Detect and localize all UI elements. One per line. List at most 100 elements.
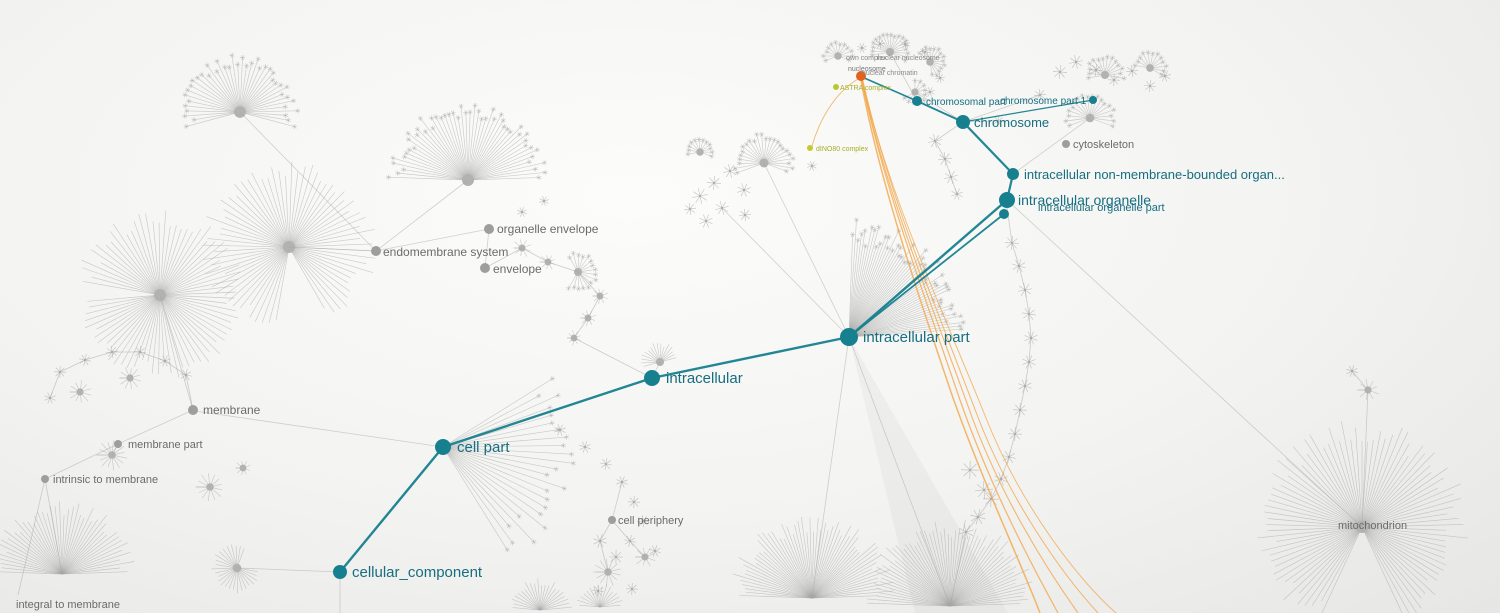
cluster-center-node[interactable] <box>126 374 134 382</box>
leaf-node-asterisk <box>692 188 708 204</box>
graph-node-intracellular[interactable] <box>644 370 660 386</box>
cluster-center-node[interactable] <box>206 483 214 491</box>
fan-spoke <box>599 586 612 608</box>
cluster-center-node[interactable] <box>834 52 842 60</box>
graph-node-cytoskeleton[interactable] <box>1062 140 1070 148</box>
leaf-tip <box>477 108 481 114</box>
fan-spoke <box>848 234 853 338</box>
cluster-center-node[interactable] <box>1146 64 1154 72</box>
cluster-center-node[interactable] <box>1101 71 1109 79</box>
cluster-center-node[interactable] <box>239 464 247 472</box>
fan-spoke <box>159 294 195 363</box>
leaf-tip <box>182 93 188 96</box>
graph-node-intracellular-part[interactable] <box>840 328 858 346</box>
term-label-intrinsic-to-membrane[interactable]: intrinsic to membrane <box>53 474 158 486</box>
term-label-intracellular-part[interactable]: intracellular part <box>863 329 971 346</box>
fan-spoke <box>904 544 951 607</box>
fan-spoke <box>811 552 860 599</box>
graph-edge <box>611 481 623 521</box>
fan-spoke <box>949 571 1015 607</box>
leaf-tip <box>1120 66 1125 71</box>
graph-node-chromosome-part-1[interactable] <box>1089 96 1097 104</box>
fan-spoke <box>425 131 469 181</box>
fan-spoke <box>442 446 548 500</box>
leaf-tip <box>739 146 746 148</box>
graph-node-organelle-envelope[interactable] <box>484 224 494 234</box>
fan-spoke <box>759 552 813 599</box>
graph-node-chromosome[interactable] <box>956 115 970 129</box>
leaf-tip <box>773 137 775 143</box>
graph-node-dino80-complex[interactable] <box>807 145 813 151</box>
fan-spoke <box>159 294 220 354</box>
term-label-chromosome-part-1[interactable]: chromosome part 1 <box>1000 96 1087 107</box>
fan-spoke <box>223 209 290 248</box>
fan-spoke <box>539 588 556 611</box>
term-label-organelle-envelope[interactable]: organelle envelope <box>497 222 599 236</box>
term-label-intracellular-non-membrane-bounded-organelle[interactable]: intracellular non-membrane-bounded organ… <box>1024 167 1285 182</box>
fan-spoke <box>811 546 856 599</box>
fan-spoke <box>848 304 953 338</box>
term-label-intracellular[interactable]: intracellular <box>666 370 743 387</box>
leaf-tip <box>903 47 909 52</box>
leaf-tip <box>537 393 541 399</box>
graph-node-envelope[interactable] <box>480 263 490 273</box>
leaf-tip <box>949 306 954 311</box>
fan-spoke <box>145 213 161 296</box>
term-label-membrane[interactable]: membrane <box>203 403 261 417</box>
graph-node-intracellular-organelle[interactable] <box>999 192 1015 208</box>
term-label-cellular-component[interactable]: cellular_component <box>352 564 483 581</box>
fan-spoke <box>1361 526 1422 599</box>
graph-node-intracellular-non-membrane-bounded-organelle[interactable] <box>1007 168 1019 180</box>
fan-spoke <box>811 529 860 599</box>
fan-spoke <box>239 57 243 113</box>
fan-spoke <box>234 183 290 248</box>
fan-spoke <box>949 530 957 607</box>
gray-fan-cluster <box>866 519 1033 607</box>
cluster-center-node[interactable] <box>926 58 934 66</box>
graph-node-highlighted-orange[interactable] <box>856 71 866 81</box>
fan-spoke <box>0 544 63 575</box>
leaf-tip <box>529 145 533 150</box>
leaf-tip <box>257 56 259 62</box>
fan-spoke <box>761 532 813 599</box>
term-label-endomembrane-system[interactable]: endomembrane system <box>383 245 508 259</box>
leaf-tip <box>764 136 768 142</box>
fan-spoke <box>4 529 63 575</box>
term-label-envelope[interactable]: envelope <box>493 262 542 276</box>
leaf-tip <box>735 170 739 176</box>
graph-node-endomembrane-system[interactable] <box>371 246 381 256</box>
leaf-node-asterisk <box>960 460 980 480</box>
leaf-tip <box>544 473 550 476</box>
term-label-chromosomal-part[interactable]: chromosomal part <box>926 97 1006 108</box>
term-label-cytoskeleton[interactable]: cytoskeleton <box>1073 139 1134 151</box>
term-label-intracellular-organelle-part[interactable]: intracellular organelle part <box>1038 202 1165 214</box>
fan-spoke <box>448 114 469 181</box>
fan-spoke <box>0 558 63 575</box>
cluster-center-node[interactable] <box>76 388 84 396</box>
graph-node-intracellular-organelle-part[interactable] <box>999 209 1009 219</box>
term-label-chromosome[interactable]: chromosome <box>974 115 1049 130</box>
asterisk-center <box>1074 60 1078 64</box>
term-label-membrane-part[interactable]: membrane part <box>128 439 203 451</box>
term-label-integral-to-membrane[interactable]: integral to membrane <box>16 599 120 611</box>
fan-spoke <box>1301 465 1363 528</box>
graph-node-cellular-component[interactable] <box>333 565 347 579</box>
tiny-term-label: own complex <box>846 55 887 62</box>
graph-node-astra-complex[interactable] <box>833 84 839 90</box>
graph-node-chromosomal-part[interactable] <box>912 96 922 106</box>
leaf-tip <box>1086 72 1092 75</box>
leaf-tip <box>433 115 439 119</box>
leaf-tip <box>933 46 936 52</box>
term-label-cell-periphery[interactable]: cell periphery <box>618 515 684 527</box>
graph-node-membrane-part[interactable] <box>114 440 122 448</box>
graph-node-cell-periphery[interactable] <box>608 516 616 524</box>
term-label-intracellular-organelle[interactable]: intracellular organelle <box>1018 192 1151 208</box>
term-label-cell-part[interactable]: cell part <box>457 439 510 456</box>
graph-node-cell-part[interactable] <box>435 439 451 455</box>
term-label-mitochondrion[interactable]: mitochondrion <box>1338 520 1407 532</box>
graph-node-membrane[interactable] <box>188 405 198 415</box>
graph-node-intrinsic-to-membrane[interactable] <box>41 475 49 483</box>
fan-spoke <box>267 178 290 248</box>
cluster-center-node[interactable] <box>696 148 704 156</box>
